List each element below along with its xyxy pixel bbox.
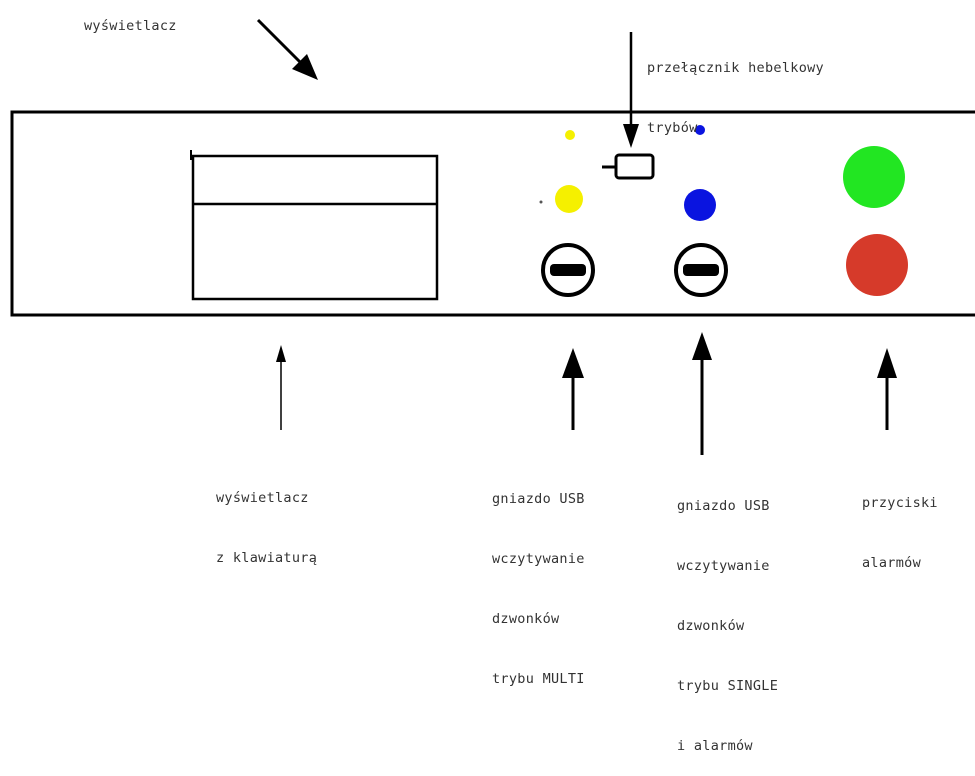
usb-socket-multi[interactable] — [541, 243, 595, 297]
label-line: i alarmów — [677, 738, 753, 754]
label-line: gniazdo USB — [492, 491, 585, 507]
label-line: przełącznik hebelkowy — [647, 60, 824, 76]
arrow-usb-multi — [562, 348, 584, 430]
alarm-button-green[interactable] — [843, 146, 905, 208]
device-panel — [10, 110, 975, 317]
display-keyboard-unit — [190, 150, 439, 301]
label-line: wczytywanie — [492, 551, 585, 567]
arrow-toggle-switch — [623, 32, 639, 148]
label-line: alarmów — [862, 555, 921, 571]
label-line: dzwonków — [492, 611, 560, 627]
label-line: gniazdo USB — [677, 498, 770, 514]
usb-socket-single[interactable] — [674, 243, 728, 297]
led-dot — [539, 200, 543, 204]
alarm-button-red[interactable] — [846, 234, 908, 296]
label-line: trybu SINGLE — [677, 678, 779, 694]
label-display-top: wyświetlacz — [84, 18, 177, 34]
label-alarm-buttons: przyciski alarmów — [862, 453, 938, 593]
label-toggle-switch: przełącznik hebelkowy trybów — [647, 18, 824, 158]
label-line: trybu MULTI — [492, 671, 585, 687]
arrow-usb-single — [692, 332, 712, 455]
label-usb-multi: gniazdo USB wczytywanie dzwonków trybu M… — [492, 449, 585, 709]
arrow-display-top — [256, 18, 318, 80]
toggle-switch[interactable] — [602, 153, 655, 180]
label-line: trybów — [647, 120, 698, 136]
device-diagram — [10, 18, 975, 455]
label-line: z klawiaturą — [216, 550, 318, 566]
blue-led — [684, 189, 716, 221]
label-line: wczytywanie — [677, 558, 770, 574]
yellow-led — [555, 185, 583, 213]
label-display-keyboard: wyświetlacz z klawiaturą — [216, 448, 317, 588]
label-usb-single: gniazdo USB wczytywanie dzwonków trybu S… — [677, 456, 778, 776]
label-line: dzwonków — [677, 618, 745, 634]
arrow-display-keyboard — [276, 345, 286, 430]
yellow-small-led — [565, 130, 575, 140]
label-line: wyświetlacz — [216, 490, 309, 506]
label-line: przyciski — [862, 495, 938, 511]
blue-small-led — [695, 125, 705, 135]
arrow-alarm-buttons — [877, 348, 897, 430]
